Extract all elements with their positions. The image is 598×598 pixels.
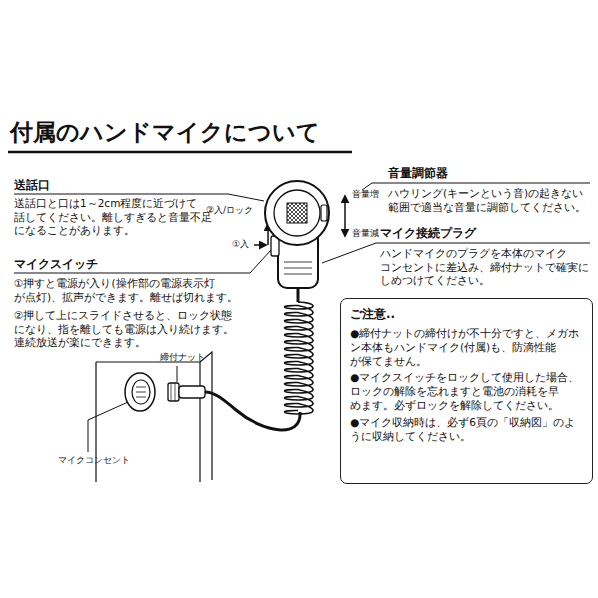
callout-heading: 送話口 [14,178,54,194]
switch-arrow-in [254,244,266,246]
callout-heading: 音量調節器 [388,166,452,182]
mic-socket [125,373,155,411]
part-label: マイクコンセント [58,455,134,467]
callout-body: ①押すと電源が入り(操作部の電源表示灯 が点灯)、拡声ができます。離せば切れます… [14,277,243,304]
mic-cord [205,392,300,430]
note-item: ●マイク収納時は、必ず6頁の「収納図」のよ うに収納してください。 [350,416,579,444]
callout-body: ハンドマイクのプラグを本体のマイク コンセントに差込み、締付ナットで確実に しめ… [380,247,593,288]
callout-body: ハウリング(キーンという音)の起きない 範囲で適当な音量に調節してください。 [388,187,590,214]
volume-label: 音量減 [352,228,383,240]
switch-label: ①入 [232,239,254,251]
volume-label: 音量増 [352,189,383,201]
note-item: ●締付ナットの締付けが不十分ですと、メガホ ン本体もハンドマイク(付属)も、防滴… [350,327,584,369]
note-heading: ご注意.. [350,307,400,323]
coil-cord [285,302,314,414]
callout-heading: マイク接続プラグ [380,226,480,242]
callout-heading: マイクスイッチ [14,257,102,273]
callout-body: 送話口と口は1～2cm程度に近づけて 話してください。離しすぎると音量不足 にな… [14,197,216,238]
title-underline [8,151,352,154]
caution-box: ご注意.. ●締付ナットの締付けが不十分ですと、メガホ ン本体もハンドマイク(付属… [340,298,593,484]
switch-label: ②入/ロック [206,205,258,217]
volume-arrow [344,196,346,236]
mic-plug [168,383,205,401]
callout-body: ②押して上にスライドさせると、ロック状態 になり、指を離しても電源は入り続けます… [14,309,238,350]
hand-mic [265,181,329,288]
note-item: ●マイクスイッチをロックして使用した場合、 ロックの解除を忘れますと電池の消耗を… [350,371,584,413]
page-title: 付属のハンドマイクについて [10,118,320,148]
part-label: 締付ナット [160,352,209,364]
